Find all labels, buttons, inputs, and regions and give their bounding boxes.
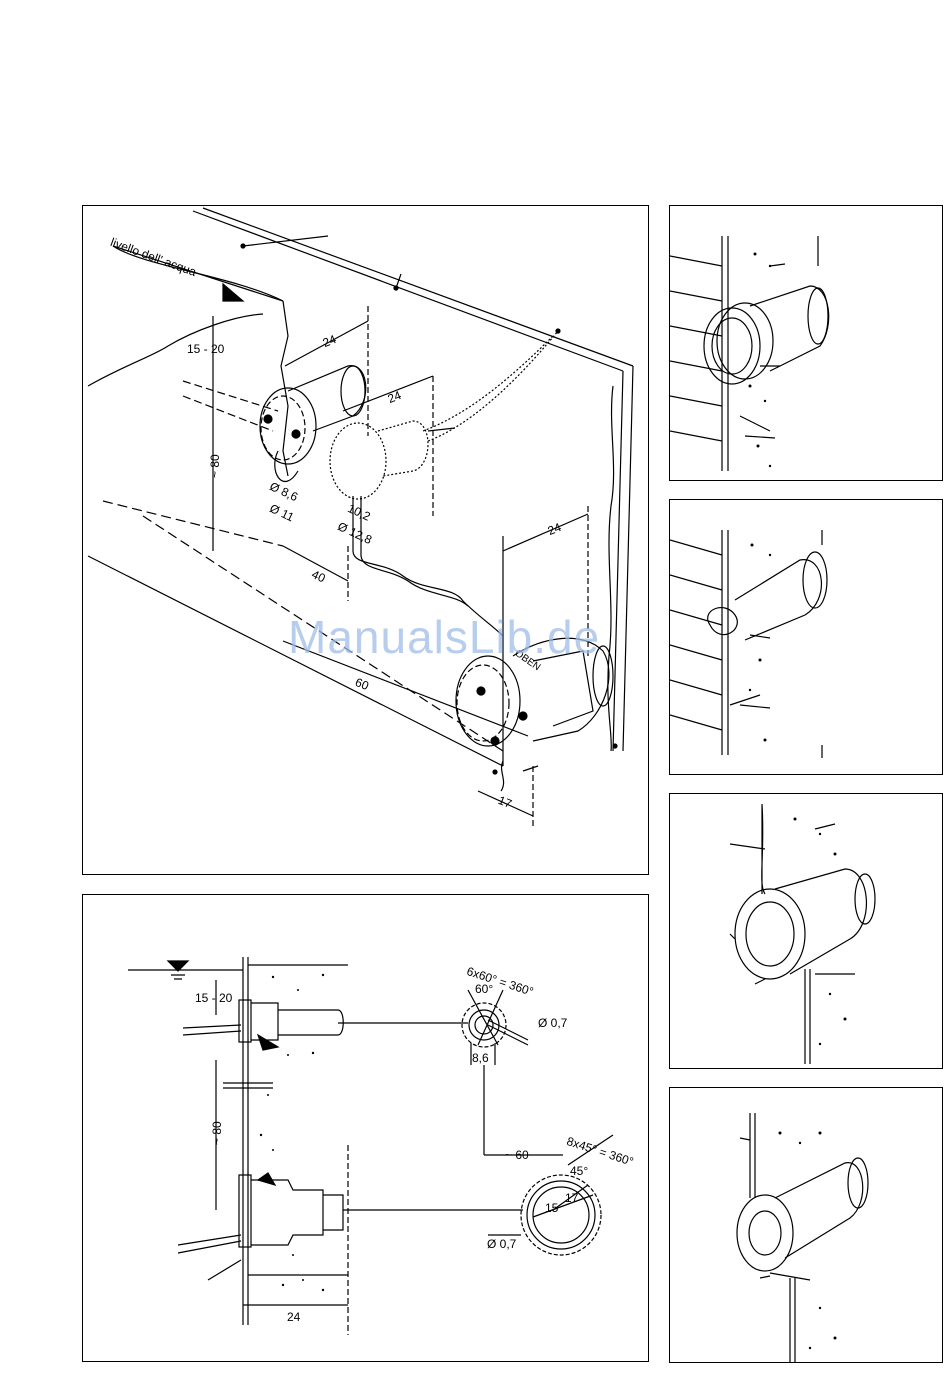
detail-drawing-tiled-wall-clip xyxy=(670,500,943,775)
large-flange-spacing: ~ 60 xyxy=(505,1149,529,1161)
large-flange-angle: 45° xyxy=(570,1165,588,1177)
small-flange-hole: Ø 0,7 xyxy=(538,1017,567,1029)
detail-drawing-concrete-small-flange xyxy=(670,1088,943,1363)
detail-panel-2 xyxy=(669,499,943,775)
detail-panel-3 xyxy=(669,793,943,1069)
installation-perspective-panel: livello dell' acqua 15 - 20 ~ 80 24 24 2… xyxy=(82,205,649,875)
detail-panel-4 xyxy=(669,1087,943,1363)
large-flange-d17: 17 xyxy=(565,1192,578,1204)
section-dim-24: 24 xyxy=(287,1311,300,1323)
section-dim-80: ~ 80 xyxy=(211,1121,223,1145)
detail-panel-1 xyxy=(669,205,943,481)
small-flange-diameter: 8,6 xyxy=(472,1052,489,1064)
detail-drawing-tiled-wall-ring xyxy=(670,206,943,481)
small-flange-angle: 60° xyxy=(475,983,493,995)
large-flange-hole: Ø 0,7 xyxy=(487,1238,516,1250)
section-view-drawing xyxy=(83,895,649,1362)
section-view-panel: 15 - 20 ~ 80 24 6x60° = 360° 60° Ø 0,7 8… xyxy=(82,894,649,1362)
section-dim-15-20: 15 - 20 xyxy=(195,992,232,1004)
large-flange-d15: 15 xyxy=(545,1202,558,1214)
dim-80: ~ 80 xyxy=(209,454,221,478)
dim-15-20: 15 - 20 xyxy=(187,343,224,355)
detail-drawing-concrete-flange xyxy=(670,794,943,1069)
watermark: ManualsLib.de xyxy=(288,610,600,664)
